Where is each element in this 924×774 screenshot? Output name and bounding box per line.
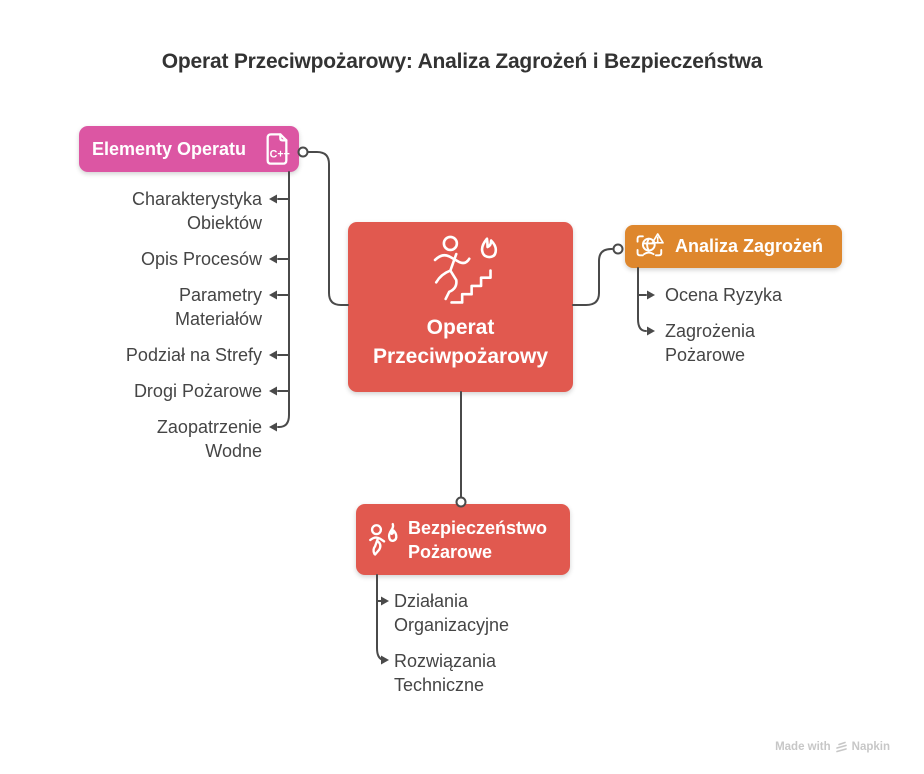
- svg-text:C++: C++: [270, 149, 290, 161]
- node-elementy-operatu-label: Elementy Operatu: [92, 138, 247, 159]
- list-item[interactable]: Opis Procesów: [140, 249, 262, 269]
- diagram-title: Operat Przeciwpożarowy: Analiza Zagrożeń…: [161, 50, 763, 73]
- list-item[interactable]: Parametry Materiałów: [174, 285, 262, 329]
- center-to-analysis-connector: [572, 248, 613, 306]
- watermark-prefix: Made with: [775, 741, 831, 753]
- code-document-icon: C++: [261, 131, 293, 167]
- list-item[interactable]: Działania Organizacyjne: [394, 591, 510, 635]
- list-item[interactable]: Zagrożenia Pożarowe: [665, 321, 756, 365]
- node-operat-przeciwpozarowy[interactable]: Operat Przeciwpożarowy: [348, 222, 573, 392]
- node-analiza-zagrozen[interactable]: Analiza Zagrożeń: [625, 225, 842, 268]
- list-item[interactable]: Rozwiązania Techniczne: [394, 651, 497, 695]
- running-person-fire-icon: [365, 520, 399, 560]
- list-item[interactable]: Ocena Ryzyka: [665, 285, 783, 305]
- hazard-face-scan-icon: [634, 231, 666, 263]
- node-bezpieczenstwo-pozarowe-label: Bezpieczeństwo Pożarowe: [408, 517, 548, 562]
- napkin-watermark[interactable]: Made with Napkin: [775, 741, 890, 753]
- node-operat-przeciwpozarowy-label: Operat Przeciwpożarowy: [372, 316, 549, 368]
- node-bezpieczenstwo-pozarowe[interactable]: Bezpieczeństwo Pożarowe: [356, 504, 570, 575]
- analysis-branch-spine: [637, 267, 647, 332]
- elements-branch-spine: [277, 171, 290, 428]
- node-analiza-zagrozen-label: Analiza Zagrożeń: [675, 236, 824, 256]
- evacuation-stairs-fire-icon: [422, 234, 500, 306]
- list-item[interactable]: Zaopatrzenie Wodne: [156, 417, 262, 461]
- safety-branch-spine: [376, 574, 386, 661]
- list-item[interactable]: Podział na Strefy: [125, 345, 262, 365]
- elements-to-center-connector: [307, 151, 349, 306]
- watermark-brand: Napkin: [851, 741, 890, 753]
- napkin-logo-icon: [835, 741, 848, 753]
- list-item[interactable]: Charakterystyka Obiektów: [131, 189, 262, 233]
- node-elementy-operatu[interactable]: Elementy Operatu C++: [79, 126, 299, 172]
- list-item[interactable]: Drogi Pożarowe: [133, 381, 262, 401]
